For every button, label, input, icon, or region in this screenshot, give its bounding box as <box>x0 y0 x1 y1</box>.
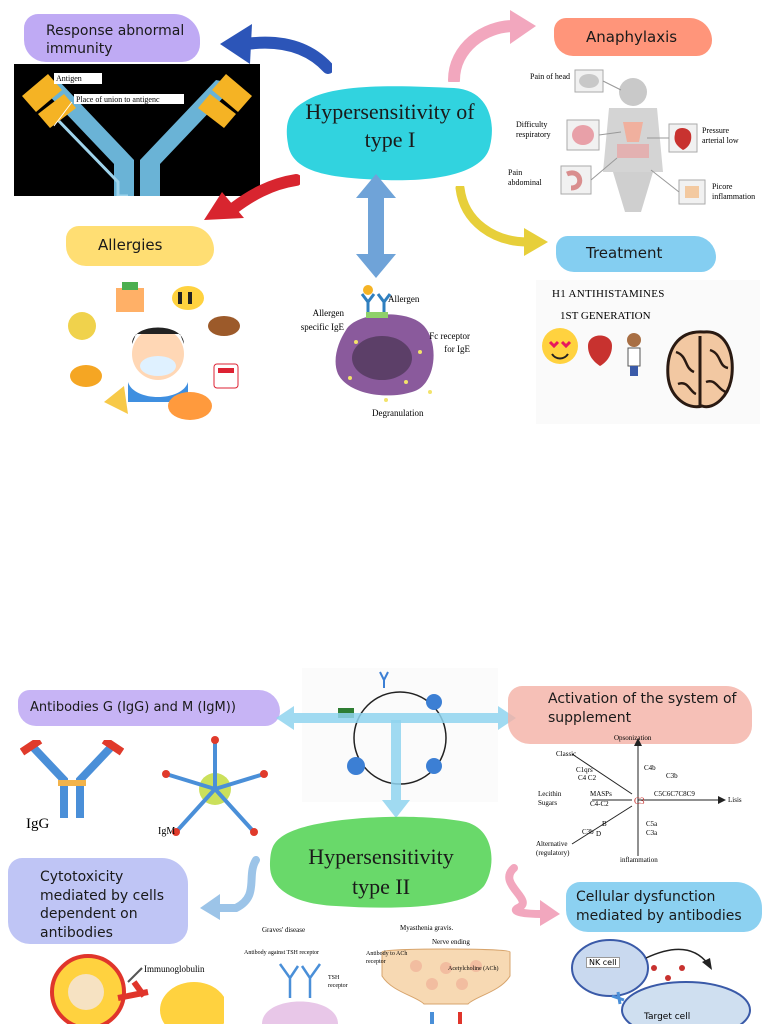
comp-alternative: Alternative (regulatory) <box>536 840 570 857</box>
allergies-label: Allergies <box>98 236 163 254</box>
cellular-tag <box>566 882 762 932</box>
comp-masps: MASPs <box>590 790 612 798</box>
comp-c3b-bot: C3b <box>582 828 594 836</box>
anaphylaxis-figure <box>505 62 755 212</box>
response-tag <box>24 14 200 62</box>
comp-chain: C5C6C7C8C9 <box>654 790 695 798</box>
igm-label: IgM <box>158 826 176 837</box>
acetylcholine-label: Acetylcholine (ACh) <box>448 966 499 972</box>
comp-c4c2: C4 C2 <box>578 774 597 782</box>
right-ribbon-arrow <box>505 864 560 926</box>
response-label: Response abnormal immunity <box>46 23 185 57</box>
antibodies-label: Antibodies G (IgG) and M (IgM)) <box>30 700 236 715</box>
comp-classic: Classic <box>556 750 577 758</box>
center-blob-type1 <box>286 86 492 181</box>
anaphylaxis-head: Pain of head <box>530 72 570 81</box>
treatment-label: Treatment <box>586 244 663 262</box>
blue-double-arrow <box>356 174 396 278</box>
immunoglobulin-label: Immunoglobulin <box>144 964 205 974</box>
treatment-icons <box>542 328 734 409</box>
tsh-receptor-label: TSH receptor <box>328 975 348 989</box>
tsh-antibody-label: Antibody against TSH receptor <box>244 950 320 956</box>
comp-lectin: Lecithin Sugars <box>538 790 562 807</box>
allergy-illustration <box>62 282 260 430</box>
pink-arrow <box>448 10 536 82</box>
antibody-image <box>14 64 260 196</box>
mast-degranulation: Degranulation <box>372 408 424 418</box>
complement-diagram <box>532 734 746 862</box>
anaphylaxis-picore: Picore inflammation <box>712 182 756 201</box>
anaphylaxis-resp: Difficulty respiratory <box>516 120 551 139</box>
complement-tag <box>508 686 752 744</box>
type-one-map: Response abnormal immunity Antigen Place… <box>0 0 768 440</box>
cytotoxicity-label: Cytotoxicity mediated by cells dependent… <box>40 869 165 941</box>
treatment-tag <box>556 236 716 272</box>
yellow-arrow <box>455 186 548 256</box>
center-title-type2: Hypersensitivity type II <box>308 844 454 899</box>
igg-figure <box>20 740 124 818</box>
complement-label: Activation of the system of supplement <box>548 691 737 726</box>
anaphylaxis-label: Anaphylaxis <box>586 28 678 46</box>
center-blob-type2 <box>270 816 492 908</box>
mast-fc-receptor: Fc receptor for IgE <box>429 331 470 354</box>
nk-cell-label: NK cell <box>586 957 620 968</box>
comp-opsonization: Opsonization <box>614 734 652 742</box>
comp-c5a: C5a C3a <box>646 820 658 837</box>
comp-c1q: C1qrs <box>576 766 593 774</box>
adcc-illustration <box>50 954 224 1024</box>
allergies-tag <box>66 226 214 266</box>
graves-label: Graves' disease <box>262 926 306 934</box>
anaphylaxis-pressure: Pressure arterial low <box>702 126 739 145</box>
left-curvy-arrow <box>200 856 260 920</box>
cytotoxicity-tag <box>8 858 188 944</box>
myasthenia-label: Myasthenia gravis. <box>400 924 454 932</box>
nerve-ending-label: Nerve ending <box>432 938 470 946</box>
comp-lisis: Lisis <box>728 796 742 804</box>
cellular-label: Cellular dysfunction mediated by antibod… <box>576 889 742 924</box>
mast-allergen: Allergen <box>388 294 420 304</box>
graves-figure <box>262 963 338 1024</box>
type-two-map: Antibodies G (IgG) and M (IgM)) IgG IgM <box>0 660 768 1024</box>
comp-c4c2b: C4-C2 <box>590 800 609 808</box>
anaphylaxis-abdominal: Pain abdominal <box>508 168 542 187</box>
igm-figure <box>162 736 268 836</box>
antibodies-tag <box>18 690 280 726</box>
comp-c3b-top: C3b <box>666 772 678 780</box>
mast-allergen-ige: Allergen specific IgE <box>300 308 344 332</box>
red-arrow <box>204 174 300 220</box>
mast-cell <box>326 282 442 408</box>
comp-d: D <box>596 830 602 838</box>
target-cell-label: Target cell <box>644 1012 691 1022</box>
antihistamines-label: H1 ANTIHISTAMINES <box>552 288 665 300</box>
comp-inflammation: inflammation <box>620 856 658 864</box>
nk-cell-figure <box>571 939 751 1024</box>
center-title-type1: Hypersensitivity of type I <box>305 99 475 152</box>
igg-label: IgG <box>26 816 50 832</box>
blue-arrow-left <box>220 24 332 74</box>
nmj-figure <box>381 948 511 1024</box>
union-label: Place of union to antigenc <box>76 95 160 104</box>
comp-center: C3 <box>634 796 645 806</box>
cyan-connectors <box>276 706 516 818</box>
generation-label: 1ST GENERATION <box>560 310 651 322</box>
ach-antibody-label: Antibody to ACh receptor <box>366 951 408 965</box>
comp-c4b: C4b <box>644 764 656 772</box>
antigen-label: Antigen <box>56 74 82 83</box>
comp-b: B <box>602 820 607 828</box>
anaphylaxis-tag <box>554 18 712 56</box>
